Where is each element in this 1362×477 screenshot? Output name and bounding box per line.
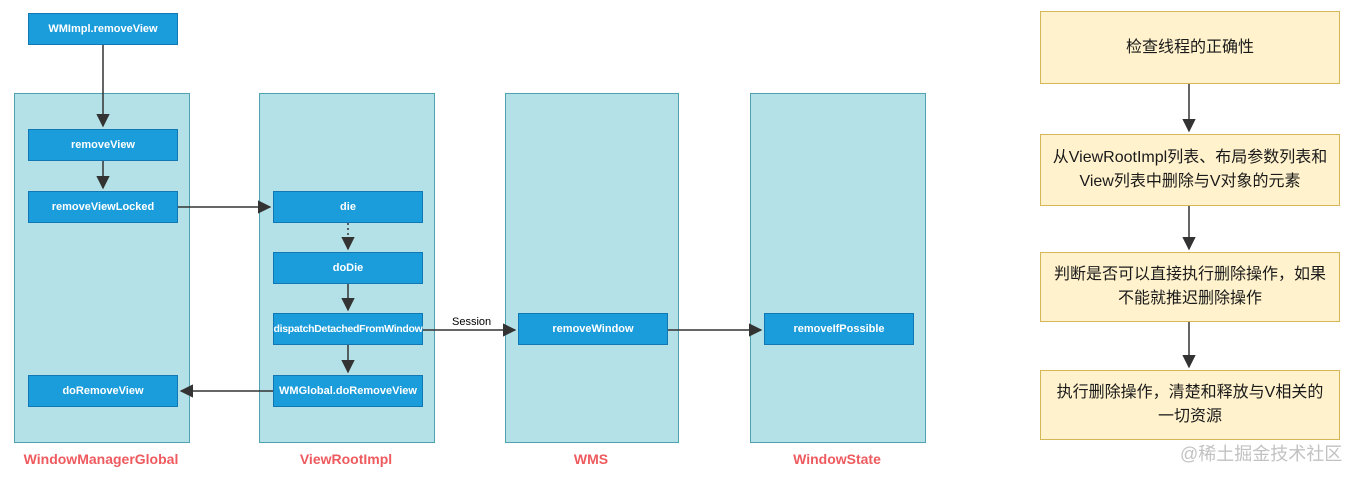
- node-removeviewlocked: removeViewLocked: [28, 191, 178, 223]
- note-check-thread: 检查线程的正确性: [1040, 11, 1340, 84]
- watermark: @稀土掘金技术社区: [1180, 444, 1343, 464]
- lane-label-windowmanagerglobal: WindowManagerGlobal: [23, 451, 179, 467]
- node-dispatchdetachedfromwindow: dispatchDetachedFromWindow: [273, 313, 423, 345]
- node-doremoveview: doRemoveView: [28, 375, 178, 407]
- node-removewindow: removeWindow: [518, 313, 668, 345]
- node-removeview: removeView: [28, 129, 178, 161]
- node-dodie: doDie: [273, 252, 423, 284]
- note-execute-delete: 执行删除操作，清楚和释放与V相关的一切资源: [1040, 370, 1340, 440]
- node-die: die: [273, 191, 423, 223]
- note-remove-from-lists: 从ViewRootImpl列表、布局参数列表和View列表中删除与V对象的元素: [1040, 134, 1340, 206]
- node-wmimpl-removeview: WMImpl.removeView: [28, 13, 178, 45]
- lane-label-wms: WMS: [573, 451, 609, 467]
- node-wmglobal-doremoveview: WMGlobal.doRemoveView: [273, 375, 423, 407]
- session-edge-label: Session: [452, 316, 491, 328]
- lane-label-viewrootimpl: ViewRootImpl: [299, 451, 393, 467]
- lane-windowstate: [750, 93, 926, 443]
- lane-label-windowstate: WindowState: [793, 451, 881, 467]
- note-judge-delete: 判断是否可以直接执行删除操作，如果不能就推迟删除操作: [1040, 252, 1340, 322]
- lane-wms: [505, 93, 679, 443]
- node-removeifpossible: removeIfPossible: [764, 313, 914, 345]
